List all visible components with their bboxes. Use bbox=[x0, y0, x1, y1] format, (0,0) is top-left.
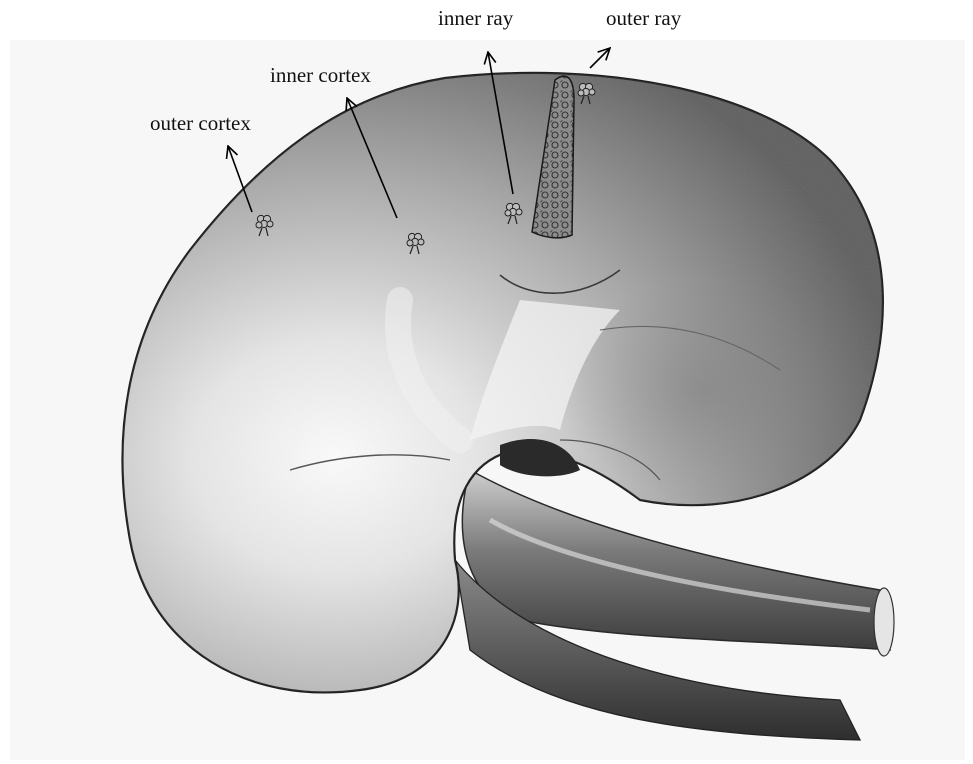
label-inner-ray: inner ray bbox=[438, 6, 514, 30]
label-inner-cortex: inner cortex bbox=[270, 63, 371, 87]
label-outer-ray: outer ray bbox=[606, 6, 682, 30]
label-outer-cortex: outer cortex bbox=[150, 111, 251, 135]
